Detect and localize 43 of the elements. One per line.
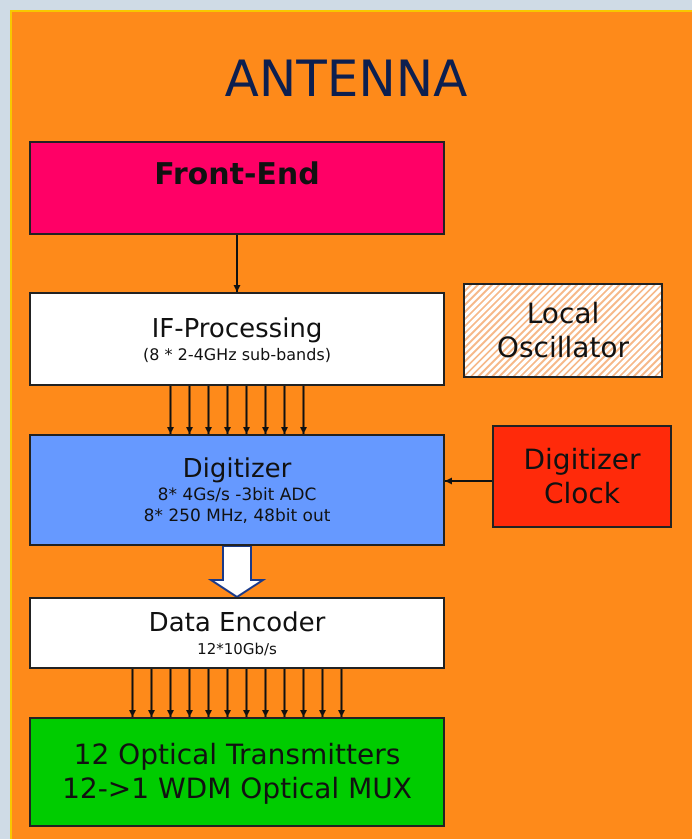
arrow xyxy=(234,235,240,292)
arrow xyxy=(262,669,269,717)
arrow xyxy=(224,669,231,717)
box-title: IF-Processing xyxy=(152,314,322,345)
arrow xyxy=(186,386,193,434)
arrow xyxy=(300,386,307,434)
arrow xyxy=(243,669,250,717)
box-title: Local Oscillator xyxy=(496,296,630,364)
arrow xyxy=(319,669,326,717)
arrow xyxy=(224,386,231,434)
process-box xyxy=(29,292,445,386)
arrow xyxy=(445,478,492,484)
box-detail: 8* 250 MHz, 48bit out xyxy=(144,506,330,526)
process-box xyxy=(492,425,672,528)
arrow xyxy=(281,669,288,717)
arrow xyxy=(148,669,155,717)
arrow xyxy=(281,386,288,434)
process-box xyxy=(29,597,445,669)
box-detail: 12*10Gb/s xyxy=(197,640,277,658)
process-box xyxy=(29,434,445,546)
arrow xyxy=(205,386,212,434)
box-title: Data Encoder xyxy=(148,608,326,640)
arrow xyxy=(300,669,307,717)
process-box xyxy=(29,717,445,827)
box-detail: 8* 4Gs/s -3bit ADC xyxy=(158,485,316,506)
box-detail: 12->1 WDM Optical MUX xyxy=(62,772,412,806)
box-detail: (8 * 2-4GHz sub-bands) xyxy=(143,345,331,364)
arrow xyxy=(167,386,174,434)
arrow xyxy=(167,669,174,717)
arrow xyxy=(243,386,250,434)
arrow xyxy=(186,669,193,717)
arrow xyxy=(205,669,212,717)
box-title: Digitizer xyxy=(182,454,292,486)
arrow xyxy=(262,386,269,434)
box-title: 12 Optical Transmitters xyxy=(74,738,400,772)
box-title: Digitizer Clock xyxy=(522,442,642,510)
arrow xyxy=(338,669,345,717)
arrow xyxy=(129,669,136,717)
block-arrow xyxy=(208,545,266,598)
process-box xyxy=(29,141,445,235)
hatched-box xyxy=(463,283,663,378)
diagram-title: ANTENNA xyxy=(224,52,468,107)
box-title: Front-End xyxy=(154,157,320,193)
